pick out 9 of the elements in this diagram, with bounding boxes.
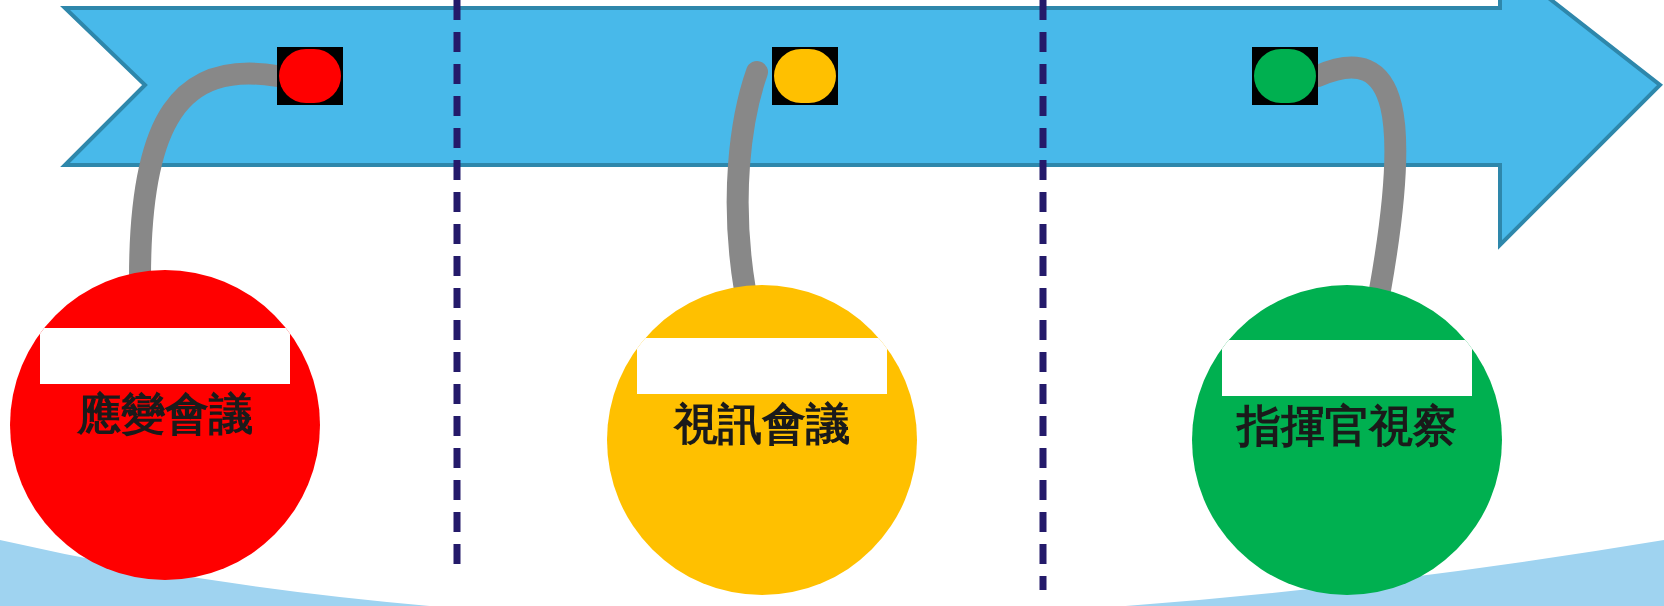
circle-label: 應變會議 [77, 387, 253, 441]
circle-label: 視訊會議 [674, 397, 850, 451]
label-band [637, 338, 887, 394]
label-band [40, 328, 290, 384]
circle-label: 指揮官視察 [1237, 399, 1457, 453]
indicator-light [772, 47, 838, 105]
label-band [1222, 340, 1472, 396]
indicator-light [1252, 47, 1318, 105]
indicator-light [277, 47, 343, 105]
